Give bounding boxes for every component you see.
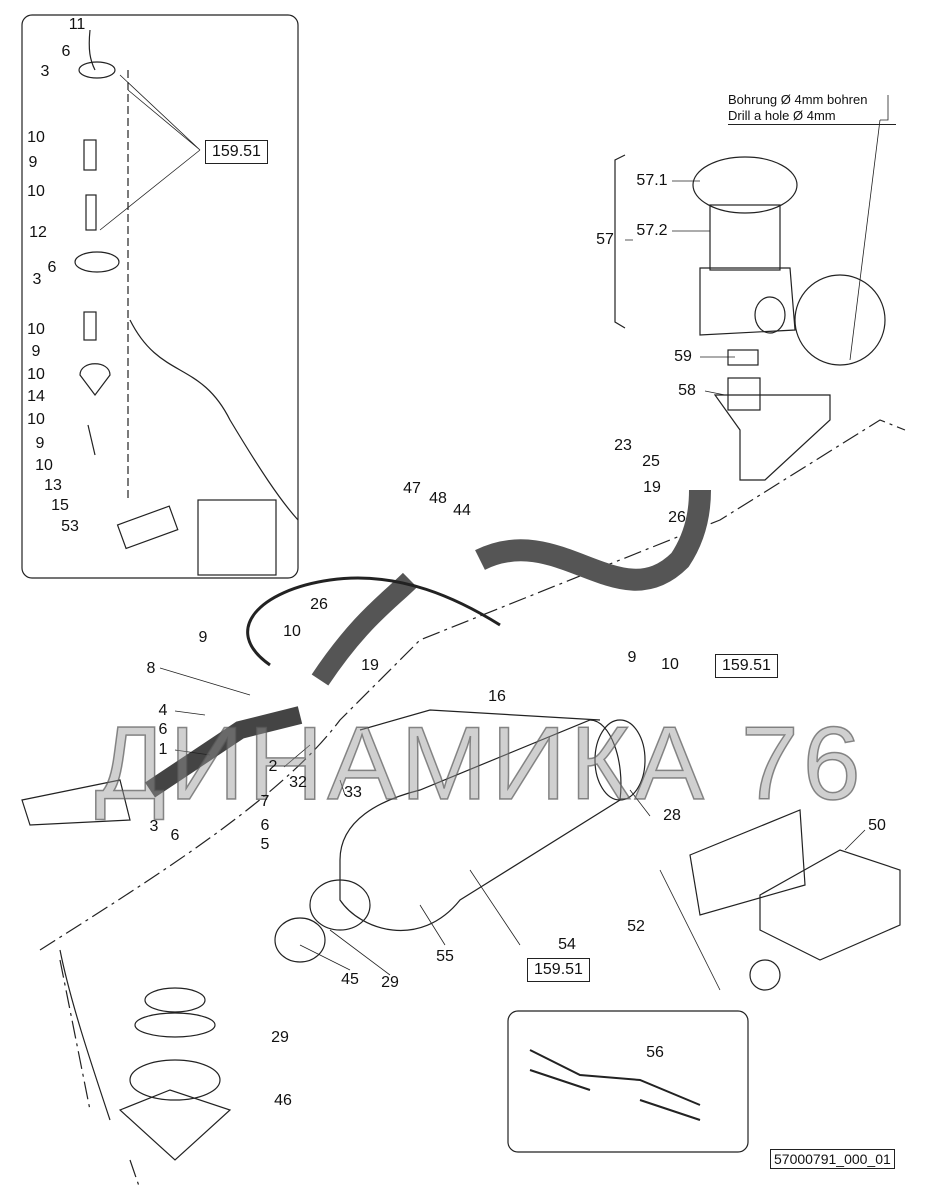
part-label: 33 <box>344 784 362 801</box>
part-label: 10 <box>283 623 301 640</box>
leader-lines <box>159 180 866 976</box>
part-label: 47 <box>403 480 421 497</box>
part-label: 57.2 <box>636 222 668 239</box>
part-label: 19 <box>643 479 661 496</box>
part-label: 50 <box>868 817 886 834</box>
part-label: 10 <box>661 656 679 673</box>
part-label: 29 <box>381 974 399 991</box>
part-label: 10 <box>27 183 45 200</box>
part-label: 16 <box>488 688 506 705</box>
reference-box: 159.51 <box>527 958 590 982</box>
exhaust-seal <box>118 987 232 1161</box>
part-label: 7 <box>260 793 270 810</box>
combustion-air-pipe <box>145 706 303 798</box>
fuel-components <box>74 29 277 576</box>
part-label: 56 <box>646 1044 664 1061</box>
exhaust-hose-26 <box>475 489 711 591</box>
fuel-line-inset-frame <box>21 14 299 579</box>
part-label: 6 <box>47 259 57 276</box>
exhaust-hose-26b <box>311 572 418 686</box>
drill-note-de: Bohrung Ø 4mm bohren <box>728 92 868 107</box>
part-label: 10 <box>35 457 53 474</box>
part-label: 6 <box>158 721 168 738</box>
part-label: 57.1 <box>636 172 668 189</box>
part-label: 15 <box>51 497 69 514</box>
part-label: 10 <box>27 366 45 383</box>
part-label: 9 <box>627 649 637 666</box>
part-label: 52 <box>627 918 645 935</box>
part-label: 6 <box>61 43 71 60</box>
part-label: 3 <box>40 63 50 80</box>
exhaust-tail-pipe <box>21 779 131 826</box>
part-label: 14 <box>27 388 45 405</box>
watermark: ДИНАМИКА 76 <box>94 705 865 823</box>
reference-box: 159.51 <box>715 654 778 678</box>
part-label: 3 <box>149 818 159 835</box>
drill-note-en: Drill a hole Ø 4mm <box>728 108 836 123</box>
part-label: 2 <box>268 758 278 775</box>
part-label: 59 <box>674 348 692 365</box>
part-label: 3 <box>32 271 42 288</box>
part-label: 9 <box>35 435 45 452</box>
control-panel <box>659 809 901 991</box>
reference-box: 159.51 <box>205 140 268 164</box>
part-label: 9 <box>198 629 208 646</box>
note-underline <box>728 124 896 125</box>
harness-inset-frame <box>507 1010 749 1153</box>
part-label: 10 <box>27 411 45 428</box>
part-label: 45 <box>341 971 359 988</box>
part-label: 44 <box>453 502 471 519</box>
vehicle-outline <box>39 419 906 1189</box>
part-label: 32 <box>289 774 307 791</box>
part-label: 29 <box>271 1029 289 1046</box>
part-label: 54 <box>558 936 576 953</box>
document-id: 57000791_000_01 <box>770 1149 895 1169</box>
part-label: 28 <box>663 807 681 824</box>
part-label: 9 <box>28 154 38 171</box>
wiring-harness <box>529 1049 701 1121</box>
part-label: 57 <box>596 231 614 248</box>
fuel-pipe-9 <box>246 576 501 667</box>
part-label: 12 <box>29 224 47 241</box>
part-label: 48 <box>429 490 447 507</box>
part-label: 9 <box>31 343 41 360</box>
air-intake-silencer <box>614 95 889 481</box>
part-label: 1 <box>158 741 168 758</box>
part-label: 55 <box>436 948 454 965</box>
part-label: 10 <box>27 321 45 338</box>
part-label: 46 <box>274 1092 292 1109</box>
part-label: 4 <box>158 702 168 719</box>
part-label: 5 <box>260 836 270 853</box>
part-label: 10 <box>27 129 45 146</box>
part-label: 6 <box>260 817 270 834</box>
part-label: 25 <box>642 453 660 470</box>
panel-outline <box>59 319 299 1121</box>
part-label: 26 <box>668 509 686 526</box>
part-label: 11 <box>68 16 86 33</box>
part-label: 23 <box>614 437 632 454</box>
part-label: 8 <box>146 660 156 677</box>
part-label: 19 <box>361 657 379 674</box>
part-label: 6 <box>170 827 180 844</box>
part-label: 13 <box>44 477 62 494</box>
heater-unit <box>274 709 646 963</box>
part-label: 26 <box>310 596 328 613</box>
part-label: 58 <box>678 382 696 399</box>
part-label: 53 <box>61 518 79 535</box>
